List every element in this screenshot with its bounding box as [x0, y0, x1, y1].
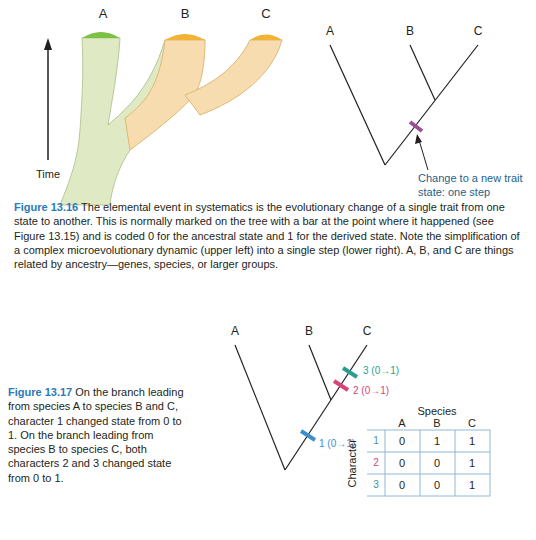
tip-label: B [406, 25, 414, 39]
axis-label: Time [36, 168, 60, 181]
tip-cap [82, 32, 120, 38]
figure-number: Figure 13.16 [14, 201, 78, 213]
lineage-trunk [60, 38, 205, 205]
row-number: 1 [373, 435, 379, 447]
trait-bar [410, 122, 422, 131]
table-header: Species [417, 405, 456, 418]
tip-label: B [305, 325, 313, 339]
tip-label: B [181, 7, 190, 22]
table-cell: 0 [399, 457, 405, 470]
trait-bar [301, 431, 315, 440]
arrowhead [415, 134, 422, 144]
column-header: B [433, 417, 440, 430]
table-cell: 0 [399, 479, 405, 492]
table-cell: 1 [469, 435, 475, 448]
column-header: A [398, 417, 405, 430]
tip-label: C [474, 25, 483, 39]
table-cell: 1 [469, 479, 475, 492]
tip-cap [165, 34, 205, 40]
table-grid [367, 430, 490, 496]
cladogram [330, 45, 478, 165]
tip-cap [250, 35, 282, 41]
column-header: C [468, 417, 476, 430]
tip-label: A [231, 325, 239, 339]
tip-label: A [326, 25, 334, 39]
caption-text: On the branch leading from species A to … [8, 386, 184, 484]
leader-arrow [419, 140, 428, 170]
table-cell: 1 [469, 457, 475, 470]
tip-label: A [99, 7, 108, 22]
table-cell: 1 [434, 435, 440, 448]
table-cell: 0 [399, 435, 405, 448]
lineage-branch [185, 40, 282, 115]
tip-label: C [363, 325, 372, 339]
trait-bar [334, 381, 348, 390]
arrowhead [44, 38, 52, 50]
row-header: Character [346, 439, 359, 487]
bar-label: 3 (0→1) [362, 365, 400, 377]
table-cell: 0 [434, 457, 440, 470]
row-number: 3 [373, 479, 379, 491]
figure-caption: Figure 13.16 The elemental event in syst… [14, 200, 522, 271]
table-cell: 0 [434, 479, 440, 492]
callout-text: Change to a new trait state: one step [418, 172, 528, 200]
figure-number: Figure 13.17 [8, 386, 72, 398]
row-number: 2 [373, 457, 379, 469]
caption-text: The elemental event in systematics is th… [14, 201, 520, 270]
figure-caption: Figure 13.17 On the branch leading from … [8, 385, 193, 485]
trait-bar [343, 368, 357, 377]
bar-label: 2 (0→1) [352, 385, 390, 397]
time-arrow [47, 46, 49, 160]
tip-label: C [261, 7, 270, 22]
